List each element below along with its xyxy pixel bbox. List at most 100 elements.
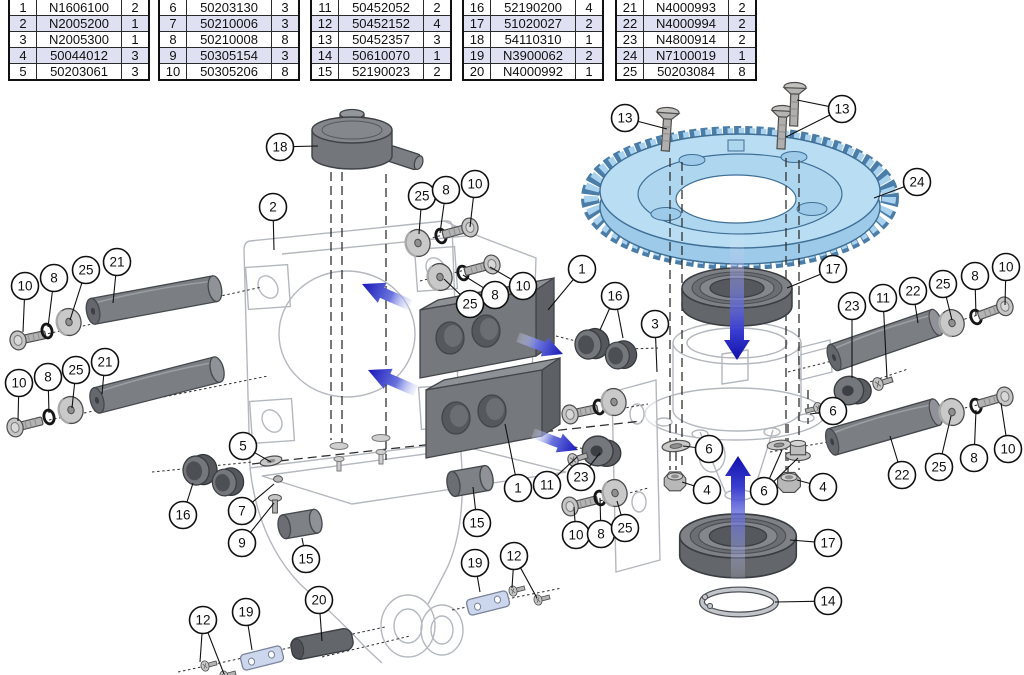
part-index-cell: 1 — [8, 0, 37, 16]
callout-number: 17 — [825, 262, 840, 277]
callout-balloon-15 — [291, 544, 321, 574]
part-number-cell: 50452052 — [338, 0, 424, 16]
callout-leader-line — [186, 482, 194, 503]
callout-number: 11 — [540, 478, 554, 493]
callout-leader-line — [439, 203, 445, 234]
callout-leader-line — [1004, 280, 1007, 306]
callout-leader-line — [71, 383, 76, 409]
callout-leader-line — [786, 273, 821, 289]
callout-leader-line — [47, 291, 53, 328]
callout-balloon-13 — [610, 103, 640, 133]
assembly-arrows — [362, 228, 751, 595]
part-qty-cell: 3 — [121, 47, 150, 64]
callout-number: 19 — [467, 556, 482, 571]
callout-leader-line — [883, 311, 888, 379]
callout-leader-line — [47, 390, 50, 414]
callout-leader-line — [573, 506, 576, 522]
part-load-cell-18 — [311, 108, 424, 171]
callout-leader-line — [556, 456, 578, 477]
part-qty-cell: 2 — [423, 0, 452, 16]
callout-number: 21 — [97, 355, 112, 370]
callout-balloon-8 — [33, 362, 63, 392]
part-qty-cell: 2 — [728, 31, 757, 48]
callout-number: 10 — [11, 376, 26, 391]
callout-balloon-4 — [808, 472, 838, 502]
part-number-cell: N2005300 — [36, 31, 122, 48]
part-qty-cell: 8 — [271, 63, 300, 81]
callout-leader-line — [249, 502, 275, 533]
callout-number: 4 — [819, 480, 827, 495]
callout-leader-line — [207, 632, 225, 675]
part-number-cell: N4000994 — [643, 15, 729, 32]
part-index-cell: 14 — [310, 47, 339, 64]
callout-number: 6 — [829, 404, 837, 419]
part-qty-cell: 2 — [575, 47, 604, 64]
callout-leader-line — [945, 296, 953, 321]
part-housing-3 — [611, 321, 833, 573]
part-qty-cell: 3 — [271, 47, 300, 64]
callout-balloon-7 — [227, 496, 257, 526]
part-qty-cell: 3 — [121, 63, 150, 81]
callout-number: 7 — [238, 504, 246, 519]
callout-leader-line — [443, 278, 461, 295]
callout-number: 10 — [515, 279, 530, 294]
callout-number: 4 — [703, 483, 711, 498]
callout-number: 13 — [834, 102, 849, 117]
callout-leader-line — [301, 537, 305, 546]
part-index-cell: 16 — [462, 0, 491, 16]
part-qty-cell: 1 — [121, 31, 150, 48]
part-qty-cell: 2 — [121, 0, 150, 16]
callout-balloon-15 — [462, 508, 492, 538]
callout-leader-line — [889, 435, 899, 463]
callout-balloon-1 — [567, 254, 597, 284]
callout-leader-line — [588, 452, 601, 467]
part-index-cell: 3 — [8, 31, 37, 48]
callout-number: 8 — [971, 269, 979, 284]
part-number-cell: N2005200 — [36, 15, 122, 32]
part-index-cell: 7 — [158, 15, 187, 32]
callout-balloon-23 — [837, 291, 867, 321]
callout-leader-line — [974, 289, 977, 317]
callout-leader-line — [768, 449, 783, 479]
part-qty-cell: 3 — [423, 31, 452, 48]
callout-leader-line — [418, 209, 422, 235]
callout-number: 25 — [78, 263, 93, 278]
callout-number: 16 — [175, 508, 190, 523]
part-qty-cell: 1 — [423, 47, 452, 64]
part-index-cell: 23 — [615, 31, 644, 48]
callout-number: 23 — [573, 470, 588, 485]
part-index-cell: 22 — [615, 15, 644, 32]
callout-leader-line — [1000, 402, 1007, 436]
callout-leader-line — [655, 337, 658, 373]
callout-balloon-12 — [499, 541, 529, 571]
callout-leader-line — [785, 114, 831, 138]
callout-number: 10 — [17, 279, 32, 294]
callout-leader-line — [69, 282, 83, 321]
part-qty-cell: 2 — [575, 15, 604, 32]
part-number-cell: 50044012 — [36, 47, 122, 64]
part-index-cell: 13 — [310, 31, 339, 48]
part-index-cell: 18 — [462, 31, 491, 48]
callout-number: 12 — [195, 613, 210, 628]
callout-leader-line — [809, 412, 820, 415]
callout-number: 16 — [607, 289, 622, 304]
callout-balloon-10 — [460, 169, 490, 199]
callout-number: 8 — [491, 288, 499, 303]
part-damper-20 — [290, 628, 354, 660]
callout-balloon-11 — [868, 283, 898, 313]
part-number-cell: 50203061 — [36, 63, 122, 81]
part-bushing-15-right — [444, 463, 496, 499]
part-index-cell: 4 — [8, 47, 37, 64]
